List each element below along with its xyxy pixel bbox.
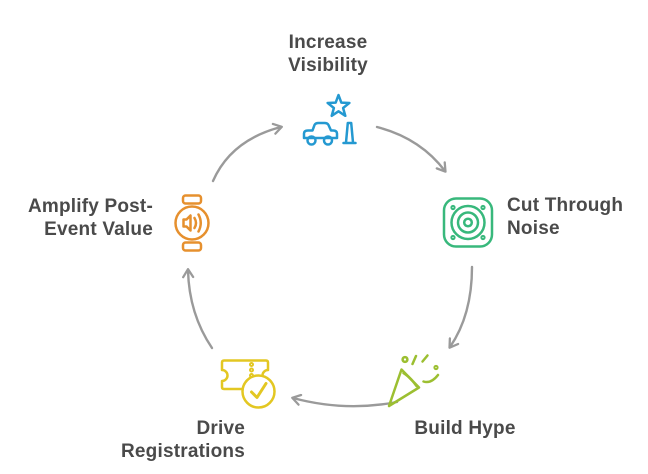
node-label-cut-through-noise: Cut Through Noise	[507, 194, 647, 240]
smartwatch-audio-icon	[174, 194, 210, 252]
node-label-amplify-post-event-value: Amplify Post- Event Value	[3, 195, 153, 241]
loudspeaker-icon	[442, 197, 494, 248]
label-line: Build Hype	[414, 418, 516, 439]
party-popper-icon	[387, 354, 440, 408]
arrow-bottom-left-to-left	[182, 268, 214, 350]
star-car-cone-icon	[302, 93, 357, 146]
label-line: Cut Through	[507, 195, 624, 216]
arrows-group	[182, 122, 474, 408]
node-label-build-hype: Build Hype	[395, 417, 535, 440]
arrow-left-to-top	[211, 122, 283, 183]
label-line: Increase	[288, 32, 368, 53]
arrow-bottom-right-to-bottom-left	[291, 393, 399, 408]
arrow-right-to-bottom-right	[448, 265, 474, 349]
label-line: Amplify Post-	[27, 196, 153, 217]
label-line: Registrations	[120, 441, 245, 462]
arrow-top-to-right	[375, 125, 447, 173]
ticket-check-icon	[220, 359, 276, 409]
node-label-drive-registrations: Drive Registrations	[95, 417, 245, 463]
label-line: Drive	[196, 418, 245, 439]
node-label-increase-visibility: Increase Visibility	[238, 31, 418, 77]
label-line: Noise	[507, 218, 560, 239]
label-line: Visibility	[288, 55, 368, 76]
label-line: Event Value	[44, 219, 153, 240]
